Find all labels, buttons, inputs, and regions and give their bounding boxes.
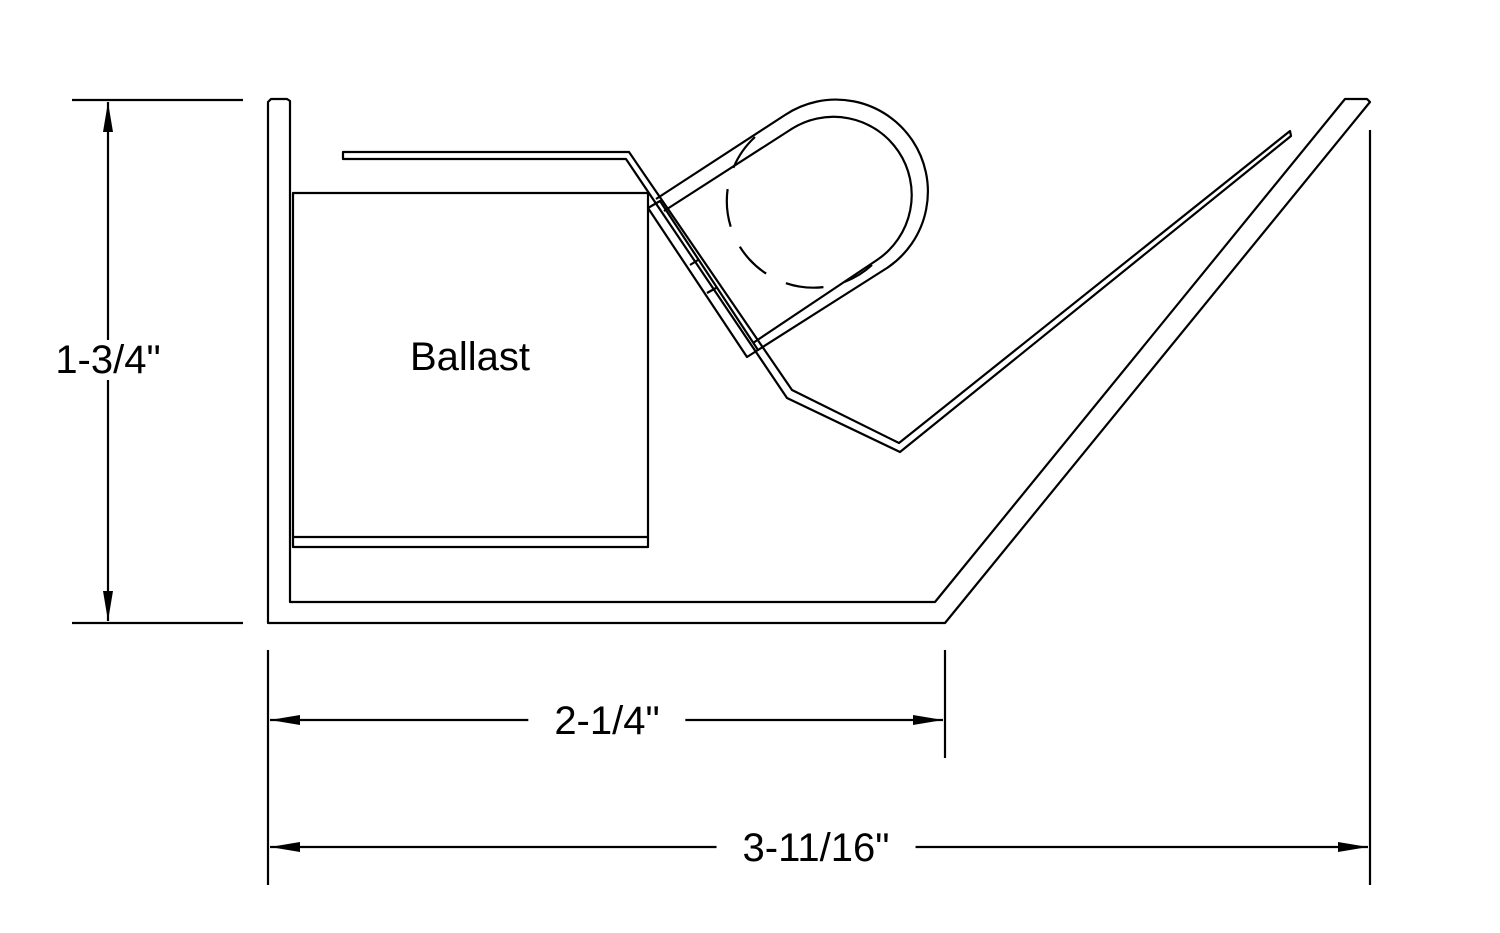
lamp-clip (341, 129, 1293, 454)
lamp-holder (646, 98, 929, 359)
inner-width-dimension-label: 2-1/4" (528, 701, 686, 741)
housing-channel (266, 97, 1372, 625)
overall-width-dimension-label: 3-11/16" (716, 828, 916, 868)
lamp-outline-dashed (725, 136, 873, 289)
height-dimension-label: 1-3/4" (51, 340, 165, 380)
ballast-label: Ballast (409, 335, 531, 379)
overall-width-dimension (270, 130, 1372, 885)
ballast-box (291, 191, 650, 549)
